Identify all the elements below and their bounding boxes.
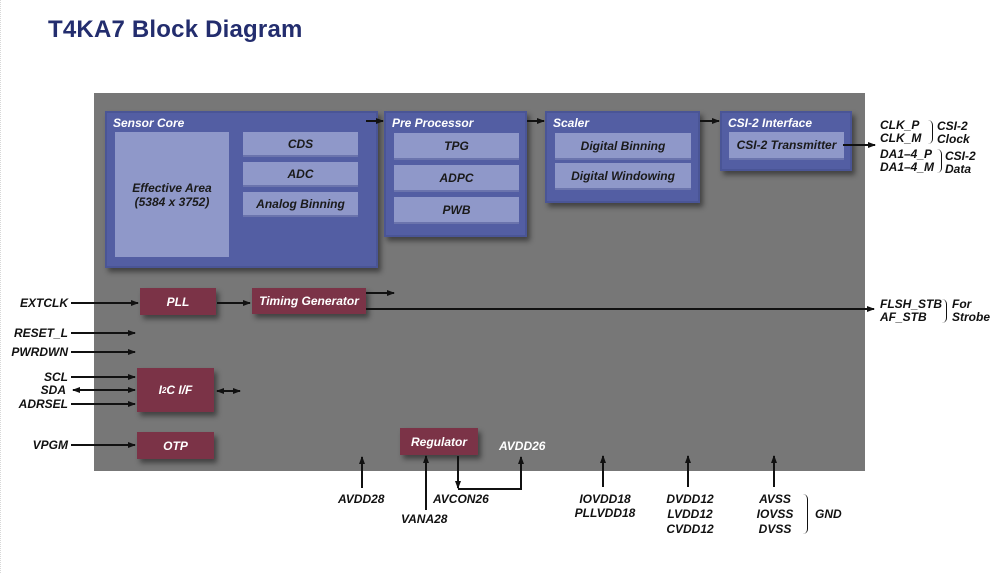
csi2-data-group-2: Data [945,162,972,176]
pwrdwn-label: PWRDWN [11,345,68,359]
avcon26-label: AVCON26 [433,492,489,506]
pre-processor-block: Pre Processor TPG ADPC PWB [384,111,527,237]
i2c-superscript: 2 [161,385,167,395]
da-m-label: DA1–4_M [880,160,935,174]
adpc-block: ADPC [394,165,519,192]
i2c-prefix: I [158,383,162,397]
sensor-core-title: Sensor Core [113,116,185,130]
vana28-label: VANA28 [401,512,448,526]
cvdd12-label: CVDD12 [666,522,714,536]
strobe-group-2: Strobe [952,310,991,324]
clk-m-label: CLK_M [880,131,922,145]
da-p-label: DA1–4_P [880,147,933,161]
iovss-label: IOVSS [756,507,794,521]
pllvdd18-label: PLLVDD18 [574,506,636,520]
analog-binning-block: Analog Binning [243,192,358,217]
avss-label: AVSS [759,492,791,506]
avdd26-label: AVDD26 [499,439,546,453]
sensor-core-block: Sensor Core Effective Area (5384 x 3752)… [105,111,378,268]
digital-windowing-block: Digital Windowing [555,163,691,190]
dvss-label: DVSS [758,522,792,536]
effective-area: Effective Area (5384 x 3752) [115,132,229,257]
effective-area-label: Effective Area [132,180,212,195]
adrsel-label: ADRSEL [18,397,68,411]
pll-block: PLL [140,288,216,315]
af-stb-label: AF_STB [880,310,927,324]
pwb-block: PWB [394,197,519,224]
gnd-label: GND [815,507,842,521]
lvdd12-label: LVDD12 [667,507,713,521]
csi2-clock-brace [928,120,933,144]
regulator-block: Regulator [400,428,478,455]
csi2-clock-group-1: CSI-2 [937,119,968,133]
timing-generator-block: Timing Generator [252,288,366,314]
i2c-suffix: C I/F [166,383,193,397]
clk-p-label: CLK_P [880,118,920,132]
csi2-data-brace [937,149,942,173]
dvdd12-label: DVDD12 [666,492,714,506]
sda-label: SDA [40,383,66,397]
scl-label: SCL [44,370,68,384]
vpgm-label: VPGM [32,438,68,452]
tpg-block: TPG [394,133,519,160]
csi2-data-group-1: CSI-2 [945,149,976,163]
csi2-interface-title: CSI-2 Interface [728,116,813,130]
adc-block: ADC [243,162,358,187]
cds-block: CDS [243,132,358,157]
otp-block: OTP [137,432,214,459]
iovdd18-label: IOVDD18 [579,492,631,506]
scaler-title: Scaler [553,116,590,130]
extclk-label: EXTCLK [20,296,68,310]
avdd28-label: AVDD28 [338,492,385,506]
csi2-transmitter-block: CSI-2 Transmitter [729,132,844,160]
page-title: T4KA7 Block Diagram [48,16,303,43]
strobe-brace [942,299,947,323]
strobe-group-1: For [952,297,972,311]
gnd-brace [803,494,808,534]
page-edge [0,0,5,573]
flsh-stb-label: FLSH_STB [880,297,943,311]
scaler-block: Scaler Digital Binning Digital Windowing [545,111,700,203]
csi2-interface-block: CSI-2 Interface CSI-2 Transmitter [720,111,852,171]
effective-area-resolution: (5384 x 3752) [134,194,210,209]
pre-processor-title: Pre Processor [392,116,474,130]
digital-binning-block: Digital Binning [555,133,691,160]
reset-l-label: RESET_L [13,326,68,340]
csi2-clock-group-2: Clock [937,132,970,146]
